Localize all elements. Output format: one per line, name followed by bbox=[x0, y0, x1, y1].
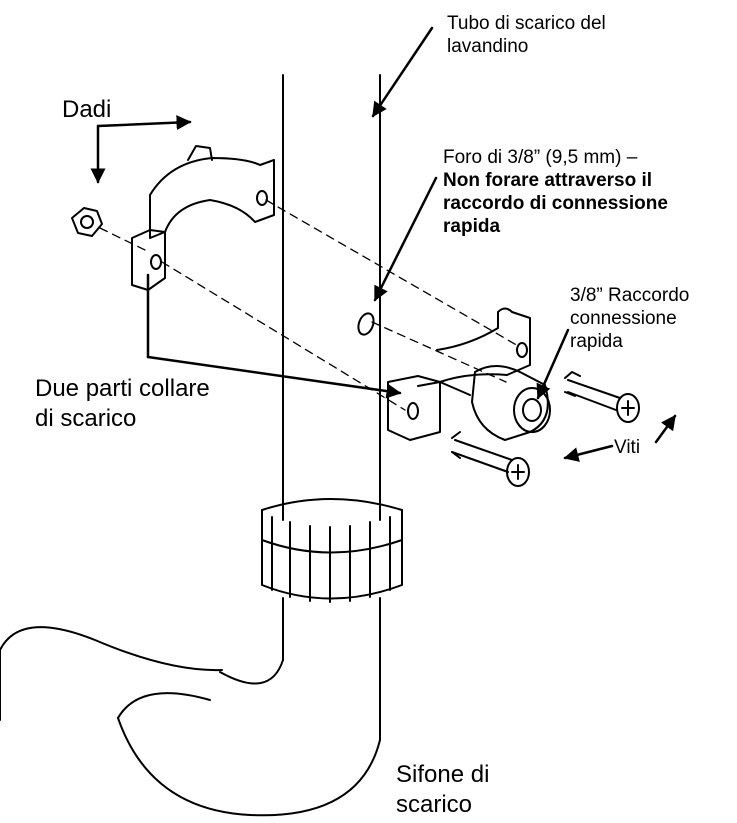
drill-hole bbox=[357, 312, 375, 336]
label-nuts: Dadi bbox=[62, 95, 111, 125]
clamp-back-half bbox=[131, 145, 275, 291]
label-line: connessione bbox=[570, 308, 677, 329]
label-line-bold: Non forare attraverso il bbox=[443, 170, 653, 191]
label-hole-warning: Foro di 3/8” (9,5 mm) – Non forare attra… bbox=[443, 146, 668, 238]
screw-lower bbox=[451, 431, 530, 487]
clamp-front-half bbox=[387, 307, 531, 441]
label-line: rapida bbox=[570, 331, 623, 352]
hex-nut bbox=[71, 207, 103, 237]
screw-upper bbox=[564, 371, 640, 423]
label-line: scarico bbox=[396, 791, 473, 818]
label-sink-drain-pipe: Tubo di scarico del lavandino bbox=[447, 12, 606, 58]
alignment-lines bbox=[99, 199, 521, 411]
label-p-trap: Sifone di scarico bbox=[396, 760, 489, 820]
label-quick-connect-fitting: 3/8” Raccordo connessione rapida bbox=[570, 284, 689, 353]
label-line: Foro di 3/8” (9,5 mm) – bbox=[443, 147, 638, 168]
label-line: Tubo di scarico del bbox=[447, 13, 606, 34]
label-screws: Viti bbox=[614, 436, 640, 459]
sink-drain-pipe bbox=[282, 74, 381, 741]
label-line-bold: raccordo di connessione bbox=[443, 193, 668, 214]
label-drain-clamp-parts: Due parti collare di scarico bbox=[35, 374, 210, 434]
callout-arrows bbox=[90, 26, 677, 462]
label-line: Dadi bbox=[62, 96, 112, 123]
quick-connect-fitting bbox=[471, 365, 551, 441]
label-line: 3/8” Raccordo bbox=[570, 285, 690, 306]
p-trap bbox=[0, 626, 381, 817]
label-line: lavandino bbox=[447, 36, 529, 57]
label-line-bold: rapida bbox=[443, 216, 501, 237]
slip-nut bbox=[261, 498, 403, 603]
label-line: di scarico bbox=[35, 405, 137, 432]
label-line: Viti bbox=[614, 437, 641, 458]
label-line: Sifone di bbox=[396, 761, 490, 788]
label-line: Due parti collare bbox=[35, 375, 210, 402]
